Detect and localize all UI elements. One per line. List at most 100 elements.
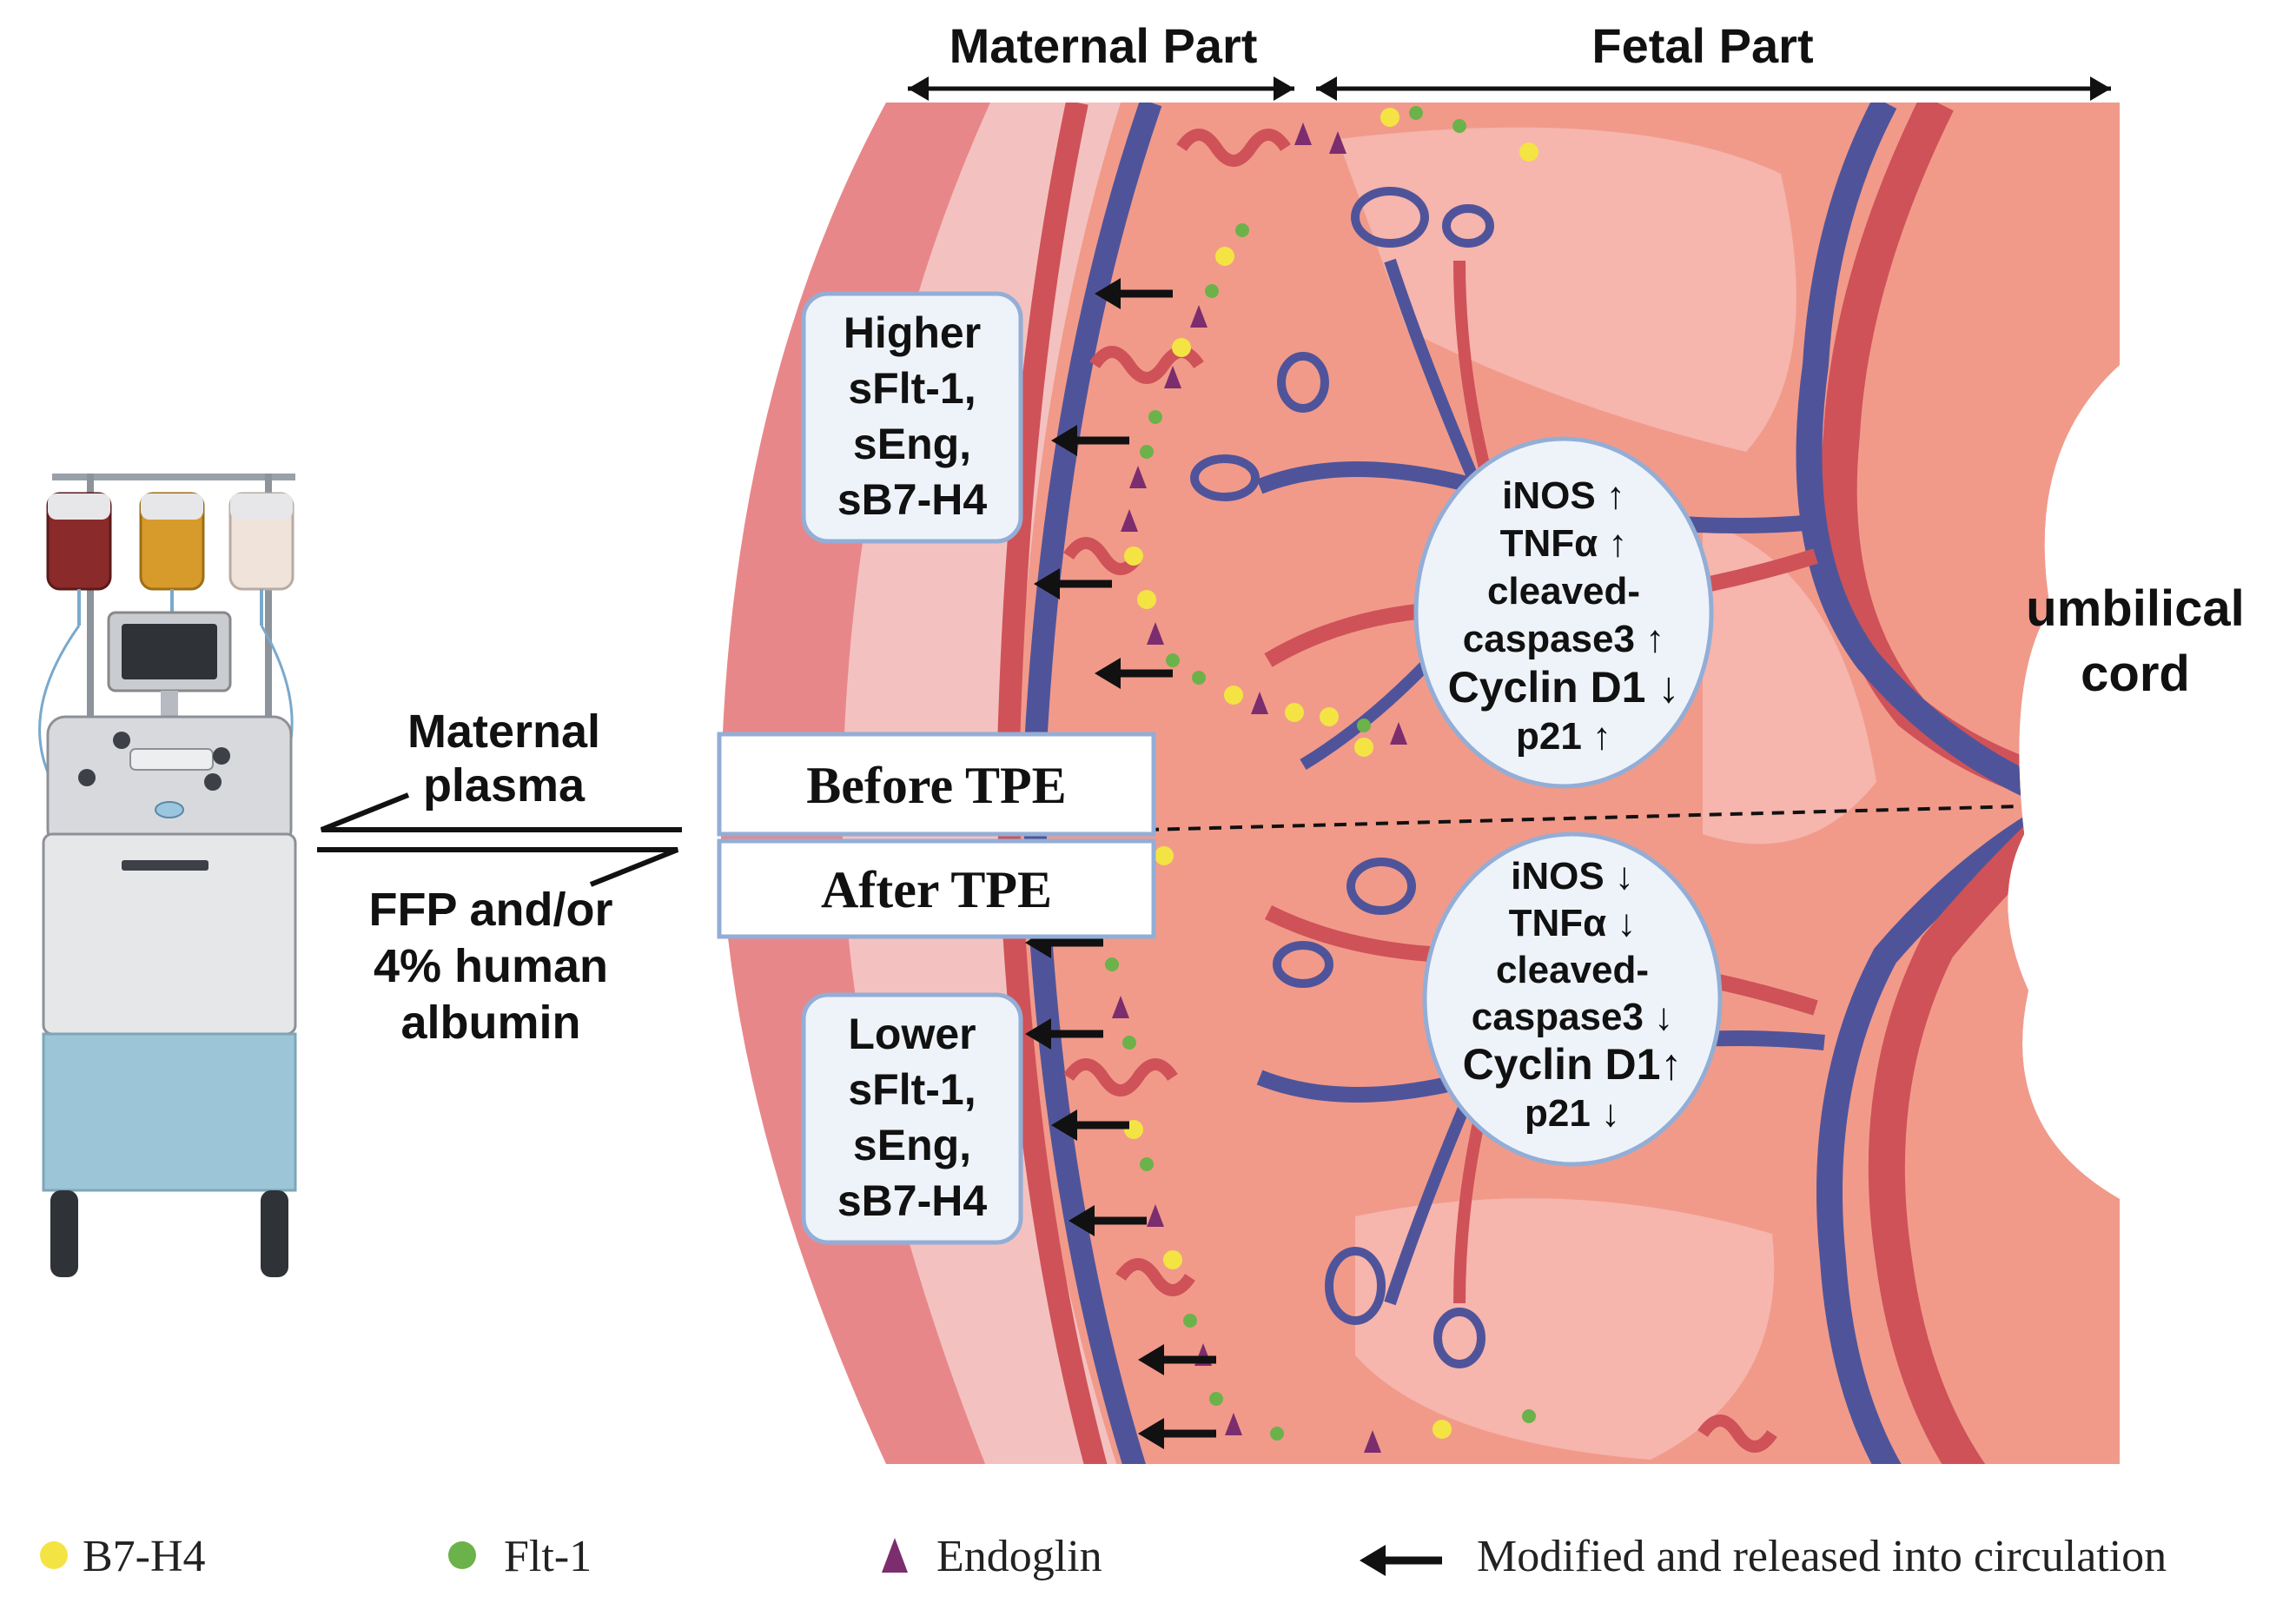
spiral-artery-6	[1697, 1414, 1777, 1453]
particle-b7h4	[1163, 1250, 1182, 1269]
particle-b7h4	[1354, 738, 1373, 757]
particle-b7h4	[1224, 686, 1243, 705]
particle-flt1	[1205, 284, 1219, 298]
before-tpe-label: Before TPE	[806, 757, 1066, 814]
after-marker-5: Cyclin D1↑	[1463, 1040, 1683, 1089]
after-marker-2: TNFα ↓	[1509, 902, 1637, 944]
particle-flt1	[1148, 410, 1162, 424]
particle-flt1	[1452, 119, 1466, 133]
before-marker-4: caspase3 ↑	[1463, 618, 1664, 660]
replacement-line3: albumin	[400, 997, 580, 1049]
after-marker-6: p21 ↓	[1525, 1092, 1620, 1135]
legend: B7-H4 Flt-1 Endoglin Modified and releas…	[40, 1532, 2167, 1581]
release-arrow	[1069, 1205, 1147, 1236]
replacement-line1: FFP and/or	[368, 884, 612, 936]
replacement-line2: 4% human	[374, 940, 608, 992]
umbilical-cord-label-line1: umbilical	[2026, 580, 2244, 637]
release-arrow	[1025, 1018, 1103, 1050]
tubing-left	[38, 625, 81, 783]
particle-endoglin	[1190, 305, 1208, 328]
legend-b7h4-label: B7-H4	[83, 1532, 206, 1581]
before-markers-oval: iNOS ↑ TNFα ↑ cleaved- caspase3 ↑ Cyclin…	[1413, 436, 1714, 789]
particle-b7h4	[1137, 590, 1156, 609]
header: Maternal Part Fetal Part	[908, 18, 2111, 101]
lower-line-4: sB7-H4	[837, 1176, 987, 1225]
higher-line-4: sB7-H4	[837, 475, 987, 524]
particle-endoglin	[1129, 466, 1147, 488]
pump-knob-1	[113, 732, 130, 749]
particle-endoglin	[1112, 996, 1129, 1018]
legend-endoglin-icon	[882, 1538, 908, 1573]
exchange-arrow-to-device	[320, 792, 682, 832]
iv-bar	[52, 474, 295, 480]
particle-b7h4	[1285, 703, 1304, 722]
after-marker-1: iNOS ↓	[1511, 855, 1634, 898]
blood-bag-icon	[46, 492, 112, 626]
maternal-part-label: Maternal Part	[949, 18, 1258, 73]
placenta-illustration	[720, 103, 2120, 1464]
particle-endoglin	[1294, 123, 1312, 145]
spiral-artery-1	[1176, 129, 1291, 167]
release-arrow	[1034, 568, 1112, 600]
higher-line-2: sFlt-1,	[848, 364, 976, 413]
intervillous-space-mid	[1703, 521, 1876, 845]
machine-handle	[122, 860, 208, 871]
particles-layer	[1105, 106, 1538, 1453]
particle-endoglin	[1225, 1413, 1242, 1435]
release-arrow	[1138, 1418, 1216, 1449]
lower-line-2: sFlt-1,	[848, 1065, 976, 1114]
after-tpe-label: After TPE	[821, 861, 1052, 918]
particle-endoglin	[1251, 692, 1268, 714]
particle-flt1	[1357, 719, 1371, 732]
particle-b7h4	[1155, 846, 1174, 865]
cord-vein-lower	[1816, 770, 2120, 1464]
wheel-right	[261, 1190, 288, 1277]
maternal-span-left-head	[908, 76, 929, 101]
particle-b7h4	[1519, 142, 1538, 162]
albumin-bag-icon	[228, 492, 294, 626]
particle-endoglin	[1164, 366, 1181, 388]
fetal-part-label: Fetal Part	[1591, 18, 1813, 73]
particle-endoglin	[1147, 622, 1164, 645]
release-arrow	[1138, 1344, 1216, 1375]
after-markers-oval: iNOS ↓ TNFα ↓ cleaved- caspase3 ↓ Cyclin…	[1422, 831, 1723, 1167]
maternal-span-right-head	[1274, 76, 1294, 101]
particle-flt1	[1183, 1314, 1197, 1328]
particle-flt1	[1270, 1427, 1284, 1441]
higher-line-3: sEng,	[853, 420, 971, 468]
umbilical-cord-label-line2: cord	[2081, 646, 2190, 702]
maternal-plasma-line1: Maternal	[407, 706, 600, 758]
fetal-span-left-head	[1316, 76, 1337, 101]
lower-line-3: sEng,	[853, 1121, 971, 1169]
particle-endoglin	[1329, 131, 1347, 154]
villi-loops	[1190, 187, 1494, 1368]
particle-flt1	[1409, 106, 1423, 120]
particle-flt1	[1235, 223, 1249, 237]
legend-endoglin-label: Endoglin	[936, 1532, 1102, 1581]
before-marker-5: Cyclin D1 ↓	[1448, 663, 1680, 712]
particle-flt1	[1122, 1036, 1136, 1050]
release-arrow	[1051, 425, 1129, 456]
particle-flt1	[1166, 653, 1180, 667]
iv-pole-left	[87, 474, 94, 734]
before-tpe-box: Before TPE	[717, 732, 1156, 837]
particle-endoglin	[1364, 1430, 1381, 1453]
after-marker-3: cleaved-	[1496, 949, 1649, 991]
spiral-artery-4	[1063, 1058, 1178, 1096]
before-marker-3: cleaved-	[1487, 570, 1640, 613]
legend-arrow-label: Modified and released into circulation	[1477, 1532, 2167, 1581]
particle-b7h4	[1215, 247, 1234, 266]
particle-b7h4	[1433, 1420, 1452, 1439]
before-marker-6: p21 ↑	[1516, 715, 1611, 758]
legend-b7h4-icon	[40, 1541, 68, 1569]
particle-flt1	[1522, 1409, 1536, 1423]
exchange-arrow-to-patient	[317, 847, 679, 887]
fetal-span-right-head	[2090, 76, 2111, 101]
particle-endoglin	[1147, 1204, 1164, 1227]
release-arrow	[1095, 658, 1173, 689]
particle-b7h4	[1172, 338, 1191, 357]
spiral-artery-5	[1115, 1258, 1195, 1296]
particle-endoglin	[1121, 509, 1138, 532]
